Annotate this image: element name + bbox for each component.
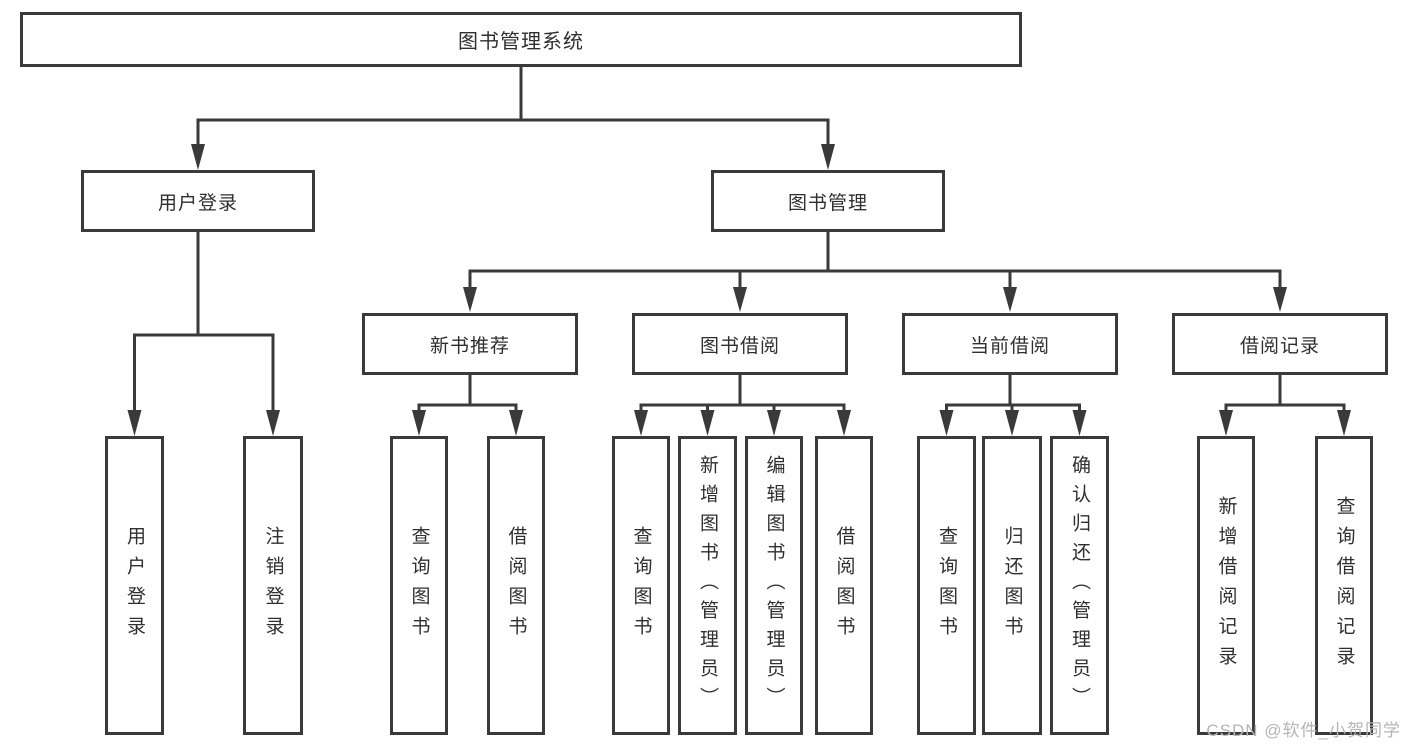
node-query-books-current: 查询图书	[917, 436, 976, 735]
node-borrow-books-recommend: 借阅图书	[487, 436, 545, 735]
node-new-book-recommendation: 新书推荐	[362, 313, 578, 375]
node-add-borrow-record: 新增借阅记录	[1197, 436, 1255, 735]
node-return-books: 归还图书	[982, 436, 1042, 735]
node-book-borrowing: 图书借阅	[632, 313, 848, 375]
node-current-borrowing: 当前借阅	[902, 313, 1118, 375]
csdn-watermark: CSDN @软件_小贺同学	[1206, 721, 1401, 740]
node-borrowing-records: 借阅记录	[1172, 313, 1388, 375]
node-library-management-system: 图书管理系统	[20, 12, 1022, 67]
node-confirm-return-admin: 确认归还（管理员）	[1050, 436, 1109, 735]
node-borrow-books-borrowing: 借阅图书	[815, 436, 873, 735]
arrowhead-icons	[127, 144, 1351, 436]
node-query-books-recommend: 查询图书	[390, 436, 448, 735]
node-add-books-admin: 新增图书（管理员）	[678, 436, 737, 735]
node-query-books-borrowing: 查询图书	[612, 436, 670, 735]
node-edit-books-admin: 编辑图书（管理员）	[745, 436, 803, 735]
node-book-management: 图书管理	[711, 170, 945, 232]
node-user-login: 用户登录	[81, 170, 315, 232]
node-user-login-action: 用户登录	[105, 436, 164, 735]
node-logout: 注销登录	[243, 436, 303, 735]
node-query-borrow-record: 查询借阅记录	[1315, 436, 1373, 735]
